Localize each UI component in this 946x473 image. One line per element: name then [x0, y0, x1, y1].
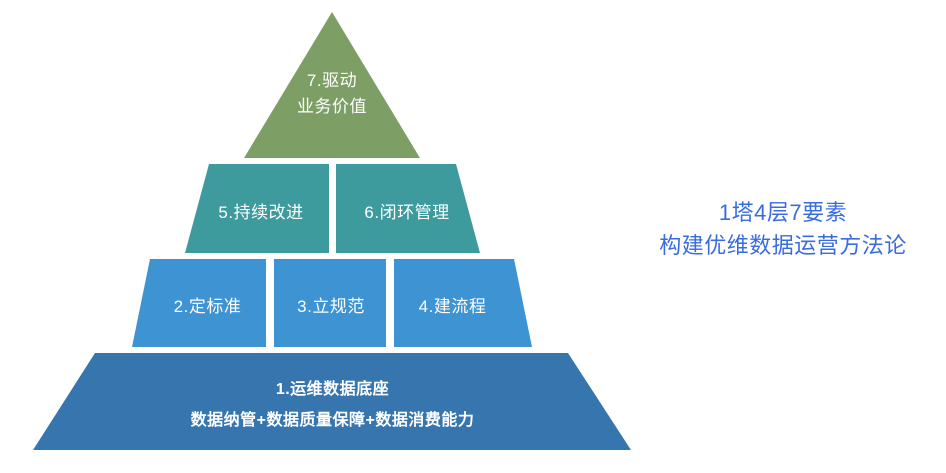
pyramid-tier-2-segment-3[interactable]	[394, 259, 532, 347]
pyramid-tier-2-segment-2[interactable]	[274, 259, 386, 347]
caption-line-2: 构建优维数据运营方法论	[659, 233, 907, 258]
caption-text: 1塔4层7要素 构建优维数据运营方法论	[628, 196, 938, 262]
pyramid-tier-2-segment-1[interactable]	[132, 259, 266, 347]
pyramid-tier-3-segment-2[interactable]	[336, 164, 480, 253]
pyramid-tier-4-segment-1[interactable]	[244, 12, 420, 158]
pyramid-tier-3-segment-1[interactable]	[185, 164, 329, 253]
pyramid-shapes	[33, 12, 631, 450]
caption-line-1: 1塔4层7要素	[718, 200, 848, 225]
pyramid-diagram: 7.驱动 业务价值 5.持续改进 6.闭环管理 2.定标准 3.立规范 4.建流…	[33, 12, 631, 450]
pyramid-tier-1-segment-1[interactable]	[33, 353, 631, 450]
